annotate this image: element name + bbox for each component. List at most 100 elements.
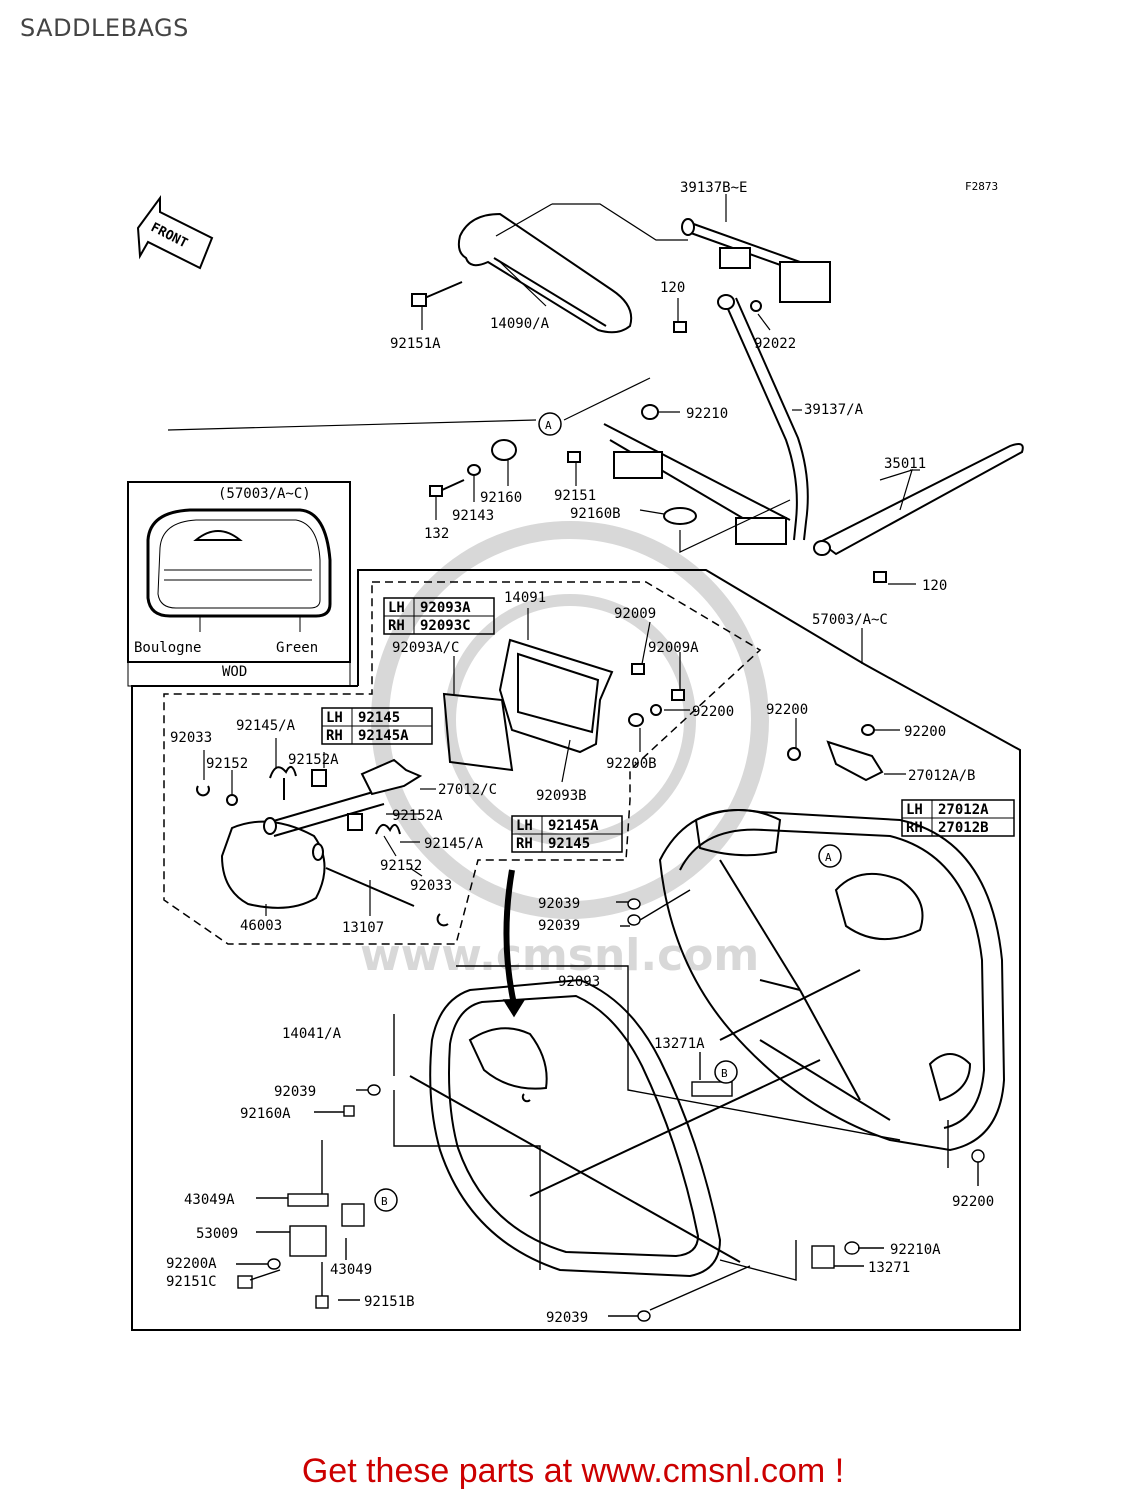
callout-b-bag-text: B: [721, 1067, 728, 1080]
part-label: 27012A/B: [908, 768, 975, 784]
callout-a-top: [538, 412, 562, 436]
part-label: 92093B: [536, 788, 587, 804]
part-label: 92200: [904, 724, 946, 740]
main-box: [131, 569, 1021, 1331]
part-label: 43049A: [184, 1192, 235, 1208]
part-label: 92009A: [648, 640, 699, 656]
table-92145-lh: 92145: [358, 710, 400, 726]
lid-leaders: [203, 608, 906, 916]
part-label: 92039: [546, 1310, 588, 1326]
part-label: 120: [660, 280, 685, 296]
front-arrow: FRONT: [136, 194, 214, 270]
part-label: 92039: [538, 896, 580, 912]
page-title: SADDLEBAGS: [20, 14, 189, 42]
footer-link[interactable]: Get these parts at www.cmsnl.com !: [301, 1452, 845, 1490]
table-27012-lh-tag: LH: [906, 802, 923, 818]
callout-circles: [374, 412, 842, 1212]
part-label: 46003: [240, 918, 282, 934]
mount-bracket-assembly: [411, 212, 1024, 583]
part-label: 92200: [952, 1194, 994, 1210]
part-label: 120: [922, 578, 947, 594]
table-92145-rh: 92145A: [358, 728, 409, 744]
part-label: 92151B: [364, 1294, 415, 1310]
inset-left-label: Boulogne: [134, 640, 201, 656]
saddlebag-bodies: [409, 809, 1006, 1278]
part-label: 92160: [480, 490, 522, 506]
part-label: 39137/A: [804, 402, 864, 418]
part-label: 13107: [342, 920, 384, 936]
part-label: 13271A: [654, 1036, 705, 1052]
part-label: 92145/A: [236, 718, 296, 734]
table-92145-lh-tag: LH: [326, 710, 343, 726]
part-label: 14041/A: [282, 1026, 342, 1042]
table-27012-lh: 27012A: [938, 802, 989, 818]
part-label: 92022: [754, 336, 796, 352]
part-label: 13271: [868, 1260, 910, 1276]
part-label: 43049: [330, 1262, 372, 1278]
part-label: 92152: [380, 858, 422, 874]
table-92145a-lh-tag: LH: [516, 818, 533, 834]
part-label: 92152A: [288, 752, 339, 768]
part-label: 39137B~E: [680, 180, 747, 196]
table-27012-rh: 27012B: [938, 820, 989, 836]
part-label: 92039: [538, 918, 580, 934]
callout-b-bag: [714, 1060, 738, 1084]
table-92093-lh: 92093A: [420, 600, 471, 616]
leader-lines: [167, 194, 920, 585]
callout-b-bracket-text: B: [381, 1195, 388, 1208]
inset-caption: (57003/A~C): [218, 486, 311, 502]
part-label: 92151A: [390, 336, 441, 352]
callout-b-bracket: [374, 1188, 398, 1212]
table-92145a-rh: 92145: [548, 836, 590, 852]
part-label: 14090/A: [490, 316, 550, 332]
part-label: 92200B: [606, 756, 657, 772]
table-92145a-rh-tag: RH: [516, 836, 533, 852]
callout-a-bag-text: A: [825, 851, 832, 864]
table-92093-rh-tag: RH: [388, 618, 405, 634]
part-label: 92145/A: [424, 836, 484, 852]
part-label: 92210: [686, 406, 728, 422]
bag-hardware: [236, 869, 985, 1322]
part-label: 35011: [884, 456, 926, 472]
part-label: 53009: [196, 1226, 238, 1242]
table-92145a: LH 92145A RH 92145: [511, 815, 623, 853]
part-label: 92160A: [240, 1106, 291, 1122]
part-label: 57003/A~C: [812, 612, 888, 628]
part-label: 92009: [614, 606, 656, 622]
part-label: 92151: [554, 488, 596, 504]
lid-hardware: [196, 638, 884, 927]
table-27012-rh-tag: RH: [906, 820, 923, 836]
table-92145a-lh: 92145A: [548, 818, 599, 834]
part-label: 92093A/C: [392, 640, 459, 656]
part-label: 92143: [452, 508, 494, 524]
part-label: 92093: [558, 974, 600, 990]
inset-right-label: Green: [276, 640, 318, 656]
part-label: 92200: [766, 702, 808, 718]
part-label: 92160B: [570, 506, 621, 522]
part-label: 92151C: [166, 1274, 217, 1290]
part-label: 92210A: [890, 1242, 941, 1258]
part-label: 92152A: [392, 808, 443, 824]
table-92145-rh-tag: RH: [326, 728, 343, 744]
part-label: 14091: [504, 590, 546, 606]
table-92145: LH 92145 RH 92145A: [321, 707, 433, 745]
figure-code: F2873: [965, 180, 998, 193]
part-label: 92200: [692, 704, 734, 720]
part-label: 92200A: [166, 1256, 217, 1272]
table-27012: LH 27012A RH 27012B: [901, 799, 1015, 837]
part-labels: 39137B~E 120 92151A 14090/A 92022 92210 …: [166, 180, 994, 1326]
color-inset: (57003/A~C) Boulogne Green WOD: [127, 481, 351, 687]
table-92093-lh-tag: LH: [388, 600, 405, 616]
lid-detail-box: [163, 581, 762, 945]
part-label: 92033: [410, 878, 452, 894]
part-label: 92152: [206, 756, 248, 772]
part-label: 27012/C: [438, 782, 497, 798]
part-label: 132: [424, 526, 449, 542]
part-label: 92039: [274, 1084, 316, 1100]
table-92093: LH 92093A RH 92093C: [383, 597, 495, 635]
inset-bottom-label: WOD: [222, 664, 247, 680]
part-label: 92033: [170, 730, 212, 746]
table-92093-rh: 92093C: [420, 618, 471, 634]
callout-a-bag: [818, 844, 842, 868]
